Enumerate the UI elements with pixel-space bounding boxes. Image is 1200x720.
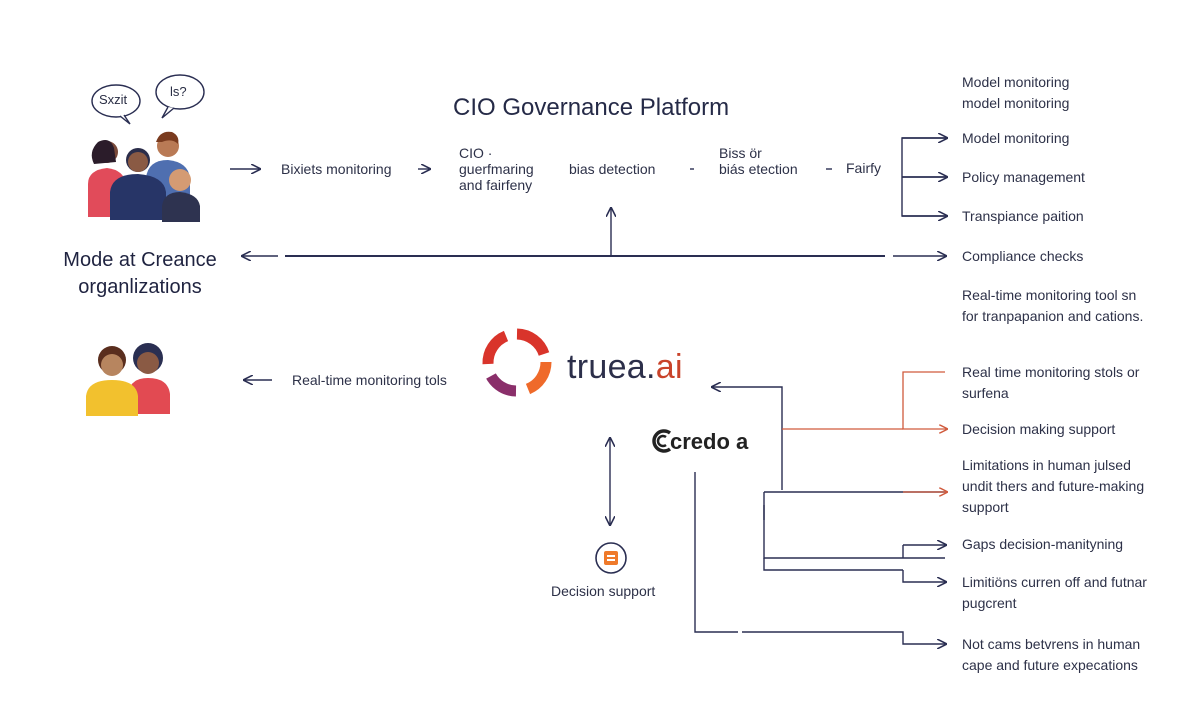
right-item-11-line2: pugcrent bbox=[962, 595, 1017, 611]
bias-or-line1: Biss ör bbox=[719, 145, 762, 161]
right-item-1-line2: model monitoring bbox=[962, 95, 1070, 111]
label-realtime-tools: Real-time monitoring tols bbox=[292, 372, 447, 388]
label-cio-governance: CIO · guerfmaring and fairfeny bbox=[459, 145, 534, 193]
right-item-8: Decision making support bbox=[962, 421, 1116, 437]
label-bias-detection: bias detection bbox=[569, 161, 656, 177]
right-item-6-line2: for tranpapanion and cations. bbox=[962, 308, 1144, 324]
org-title-line2: organlizations bbox=[78, 276, 202, 298]
brand-ai-text: ai bbox=[655, 348, 683, 386]
speech-right-text: ls? bbox=[170, 84, 187, 99]
brand-main-text: truea. bbox=[567, 348, 656, 386]
cio-line3: and fairfeny bbox=[459, 177, 533, 193]
red-bracket bbox=[902, 371, 947, 429]
page-title: CIO Governance Platform bbox=[453, 94, 730, 121]
right-item-7: Real time monitoring stols or surfena bbox=[962, 362, 1192, 404]
right-item-10: Gaps decision-manityning bbox=[962, 536, 1124, 552]
right-item-12-line1: Not cams betvrens in human bbox=[962, 636, 1141, 652]
people-pair-icon bbox=[86, 343, 170, 416]
right-item-11: Limitiöns curren off and futnar pugcrent bbox=[962, 572, 1192, 614]
label-bias-or-detection: Biss ör biás etection bbox=[719, 145, 798, 177]
bias-or-line2: biás etection bbox=[719, 161, 798, 177]
right-item-9: Limitations in human julsed undit thers … bbox=[962, 455, 1192, 518]
tree-from-credo bbox=[694, 472, 738, 633]
cio-line1: CIO · bbox=[459, 145, 493, 161]
right-item-12: Not cams betvrens in human cape and futu… bbox=[962, 634, 1192, 676]
speech-left-text: Sxzit bbox=[99, 92, 128, 107]
org-title: Mode at Creance organlizations bbox=[40, 247, 240, 301]
right-item-6: Real-time monitoring tool sn for tranpap… bbox=[962, 285, 1192, 327]
right-item-12-line2: cape and future expecations bbox=[962, 657, 1138, 673]
right-item-7-line2: surfena bbox=[962, 385, 1009, 401]
right-item-3: Policy management bbox=[962, 169, 1085, 185]
credo-logo-icon bbox=[652, 429, 672, 453]
speech-bubble-icon bbox=[91, 74, 205, 125]
label-decision-support: Decision support bbox=[551, 583, 656, 599]
right-item-7-line1: Real time monitoring stols or bbox=[962, 364, 1140, 380]
right-item-9-line2: undit thers and future-making bbox=[962, 478, 1145, 494]
right-item-2: Model monitoring bbox=[962, 130, 1070, 146]
org-title-line1: Mode at Creance bbox=[63, 249, 217, 271]
truera-brand: truea.ai bbox=[567, 345, 683, 389]
right-item-6-line1: Real-time monitoring tool sn bbox=[962, 287, 1137, 303]
label-bias-monitoring: Bixiets monitoring bbox=[281, 161, 392, 177]
people-group-icon bbox=[88, 131, 200, 222]
truera-logo-icon bbox=[482, 328, 552, 397]
right-item-1-line1: Model monitoring bbox=[962, 74, 1070, 90]
right-item-9-line1: Limitations in human julsed bbox=[962, 457, 1131, 473]
cio-line2: guerfmaring bbox=[459, 161, 534, 177]
decision-support-icon bbox=[595, 542, 627, 574]
right-item-5: Compliance checks bbox=[962, 248, 1084, 264]
right-item-9-line3: support bbox=[962, 499, 1009, 515]
label-fairfy: Fairfy bbox=[846, 160, 881, 176]
right-item-11-line1: Limitiöns curren off and futnar bbox=[962, 574, 1147, 590]
right-item-1: Model monitoring model monitoring bbox=[962, 72, 1192, 114]
tree-from-truera bbox=[712, 387, 783, 490]
right-item-4: Transpiance paition bbox=[962, 208, 1084, 224]
credo-brand: credo a bbox=[670, 429, 749, 454]
